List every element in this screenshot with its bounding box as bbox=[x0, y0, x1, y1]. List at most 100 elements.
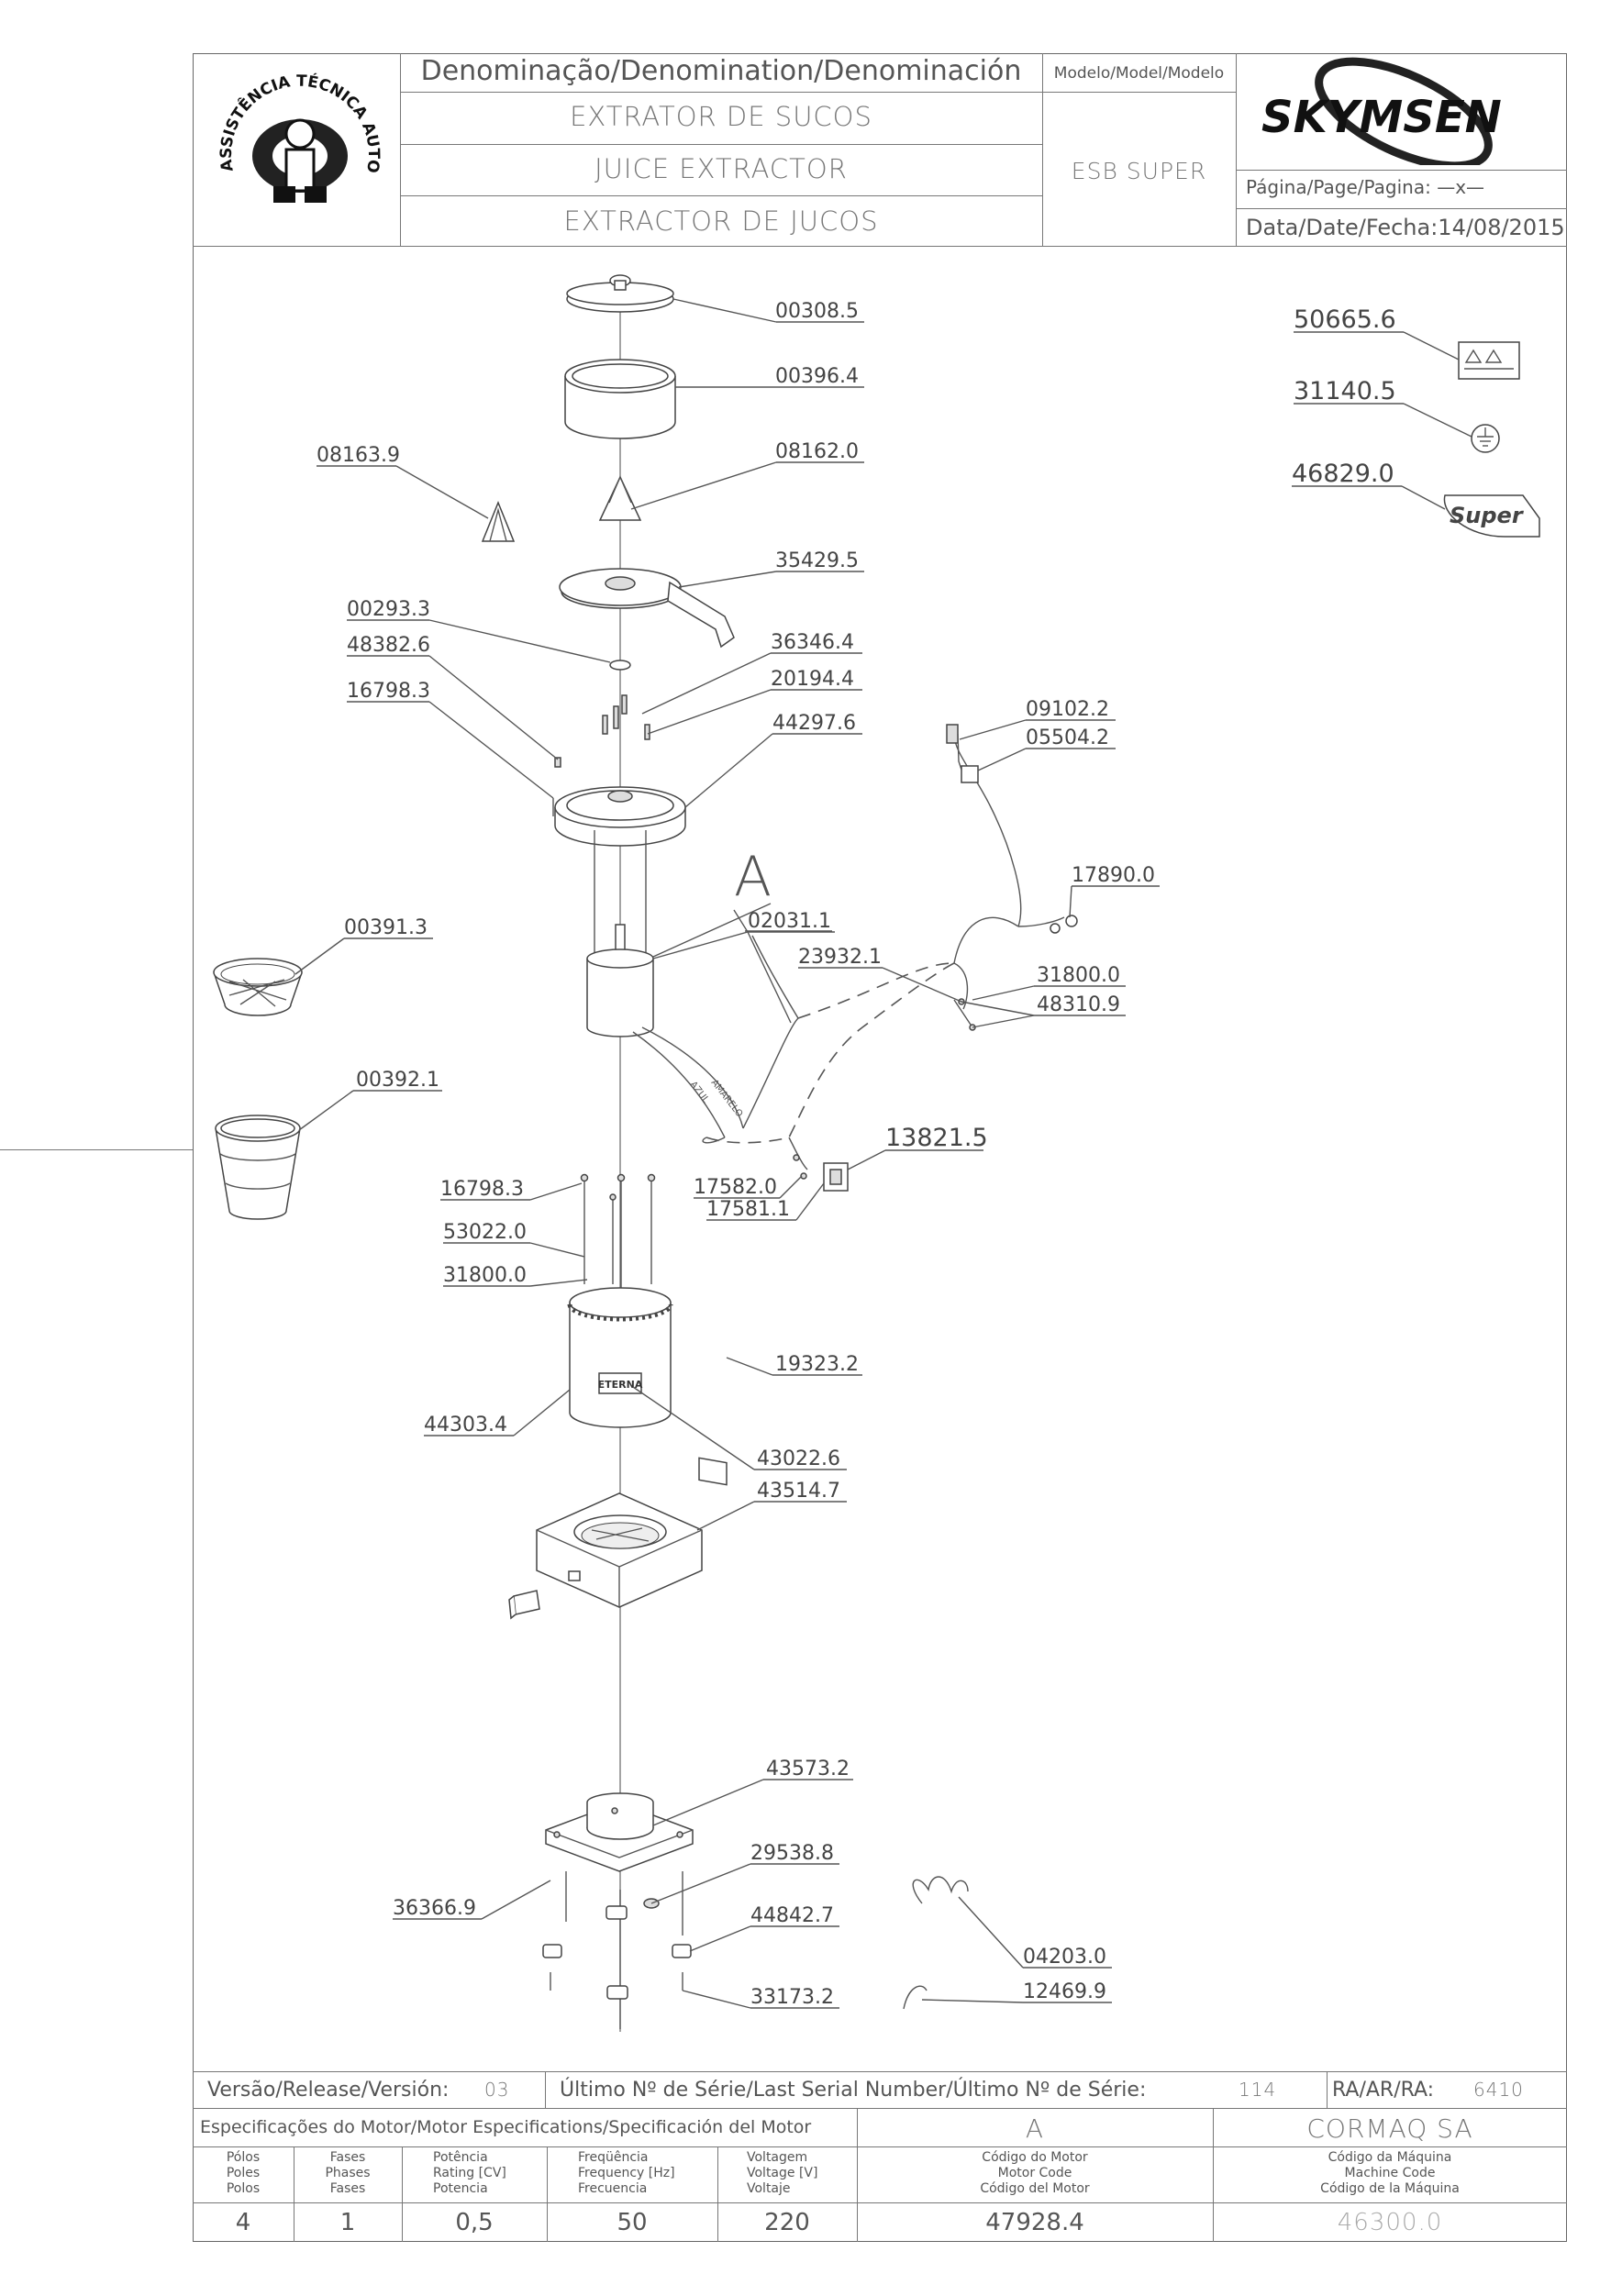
svg-text:00396.4: 00396.4 bbox=[775, 365, 859, 388]
svg-text:44842.7: 44842.7 bbox=[750, 1904, 834, 1927]
switch-cover-part bbox=[508, 1590, 540, 1620]
skymsen-logo: SKYMSEN bbox=[1243, 57, 1560, 171]
eterna-badge bbox=[598, 1372, 642, 1394]
product-name-pt: EXTRATOR DE SUCOS bbox=[570, 101, 872, 132]
feet-parts bbox=[542, 1871, 692, 2029]
svg-text:48310.9: 48310.9 bbox=[1037, 993, 1120, 1016]
svg-text:00308.5: 00308.5 bbox=[775, 300, 859, 323]
svg-text:08163.9: 08163.9 bbox=[317, 444, 400, 467]
svg-text:43022.6: 43022.6 bbox=[757, 1447, 840, 1470]
svg-text:AMARELO: AMARELO bbox=[709, 1078, 745, 1119]
svg-text:00392.1: 00392.1 bbox=[356, 1069, 439, 1092]
washer-part bbox=[609, 660, 631, 671]
base-housing-part bbox=[536, 1492, 703, 1608]
svg-text:43514.7: 43514.7 bbox=[757, 1480, 840, 1503]
voltage-value: 220 bbox=[764, 2209, 810, 2236]
poles-value: 4 bbox=[235, 2209, 251, 2236]
sticker-part bbox=[698, 1457, 728, 1486]
svg-text:17581.1: 17581.1 bbox=[706, 1198, 790, 1221]
model-value: ESB SUPER bbox=[1071, 158, 1207, 184]
product-name-en: JUICE EXTRACTOR bbox=[594, 153, 848, 184]
clip-hook bbox=[903, 1985, 928, 2010]
svg-text:16798.3: 16798.3 bbox=[440, 1178, 524, 1201]
svg-text:48382.6: 48382.6 bbox=[347, 634, 430, 657]
version-value: 03 bbox=[484, 2079, 510, 2101]
frequency-value: 50 bbox=[617, 2209, 648, 2236]
svg-text:Super: Super bbox=[1450, 503, 1525, 528]
svg-text:00391.3: 00391.3 bbox=[344, 916, 428, 939]
svg-text:53022.0: 53022.0 bbox=[443, 1221, 527, 1244]
svg-text:31800.0: 31800.0 bbox=[443, 1264, 527, 1287]
spout-bowl-part bbox=[559, 568, 735, 649]
svg-text:43573.2: 43573.2 bbox=[766, 1758, 850, 1780]
serial-value: 114 bbox=[1239, 2079, 1277, 2101]
svg-text:09102.2: 09102.2 bbox=[1026, 698, 1109, 721]
svg-text:31800.0: 31800.0 bbox=[1037, 964, 1120, 987]
svg-text:46829.0: 46829.0 bbox=[1292, 460, 1394, 488]
svg-text:AZUL: AZUL bbox=[688, 1080, 711, 1105]
motor-class: A bbox=[1025, 2113, 1045, 2144]
exploded-view: AMARELO AZUL bbox=[194, 248, 1565, 2071]
svg-text:29538.8: 29538.8 bbox=[750, 1842, 834, 1865]
long-screws bbox=[580, 1173, 656, 1293]
svg-text:00293.3: 00293.3 bbox=[347, 598, 430, 621]
version-label: Versão/Release/Versión: bbox=[207, 2079, 450, 2102]
svg-text:16798.3: 16798.3 bbox=[347, 680, 430, 703]
margin-line bbox=[0, 1149, 193, 1150]
assistencia-tecnica-seal: ASSISTÊNCIA TÉCNICA AUTORIZADA bbox=[206, 49, 387, 237]
svg-text:ETERNA: ETERNA bbox=[598, 1379, 643, 1391]
clip-springs bbox=[912, 1876, 969, 1904]
callout-letter: A bbox=[734, 845, 772, 909]
svg-text:50665.6: 50665.6 bbox=[1294, 305, 1396, 334]
rating-value: 0,5 bbox=[455, 2209, 494, 2236]
ground-symbol bbox=[1471, 424, 1500, 453]
manufacturer: CORMAQ SA bbox=[1306, 2113, 1473, 2144]
svg-text:02031.1: 02031.1 bbox=[748, 910, 831, 933]
bottom-plate-part bbox=[545, 1792, 694, 1872]
model-label: Modelo/Model/Modelo bbox=[1053, 64, 1225, 83]
reamer-small bbox=[481, 501, 516, 542]
page-label: Página/Page/Pagina: —x— bbox=[1246, 176, 1485, 198]
sieve-part bbox=[213, 958, 303, 1016]
svg-text:19323.2: 19323.2 bbox=[775, 1353, 859, 1376]
svg-text:31140.5: 31140.5 bbox=[1294, 377, 1396, 405]
super-emblem: Super bbox=[1443, 494, 1540, 538]
svg-text:36346.4: 36346.4 bbox=[771, 631, 854, 654]
svg-text:20194.4: 20194.4 bbox=[771, 668, 854, 691]
screws-small bbox=[554, 694, 650, 768]
stator-part: ETERNA bbox=[567, 1287, 673, 1428]
svg-text:13821.5: 13821.5 bbox=[885, 1124, 988, 1152]
svg-text:12469.9: 12469.9 bbox=[1023, 1980, 1106, 2003]
denomination-label: Denominação/Denomination/Denominación bbox=[420, 55, 1022, 87]
spec-label: Especificações do Motor/Motor Especifica… bbox=[200, 2117, 812, 2137]
svg-text:36366.9: 36366.9 bbox=[393, 1897, 476, 1920]
svg-text:17890.0: 17890.0 bbox=[1072, 864, 1155, 887]
svg-text:44297.6: 44297.6 bbox=[772, 712, 856, 735]
svg-text:08162.0: 08162.0 bbox=[775, 440, 859, 463]
cup-part bbox=[215, 1115, 301, 1220]
brand-text: SKYMSEN bbox=[1261, 92, 1502, 143]
product-name-es: EXTRACTOR DE JUCOS bbox=[563, 205, 879, 237]
lid-part bbox=[566, 274, 674, 313]
reamer-large bbox=[598, 475, 642, 521]
machine-code-value: 46300.0 bbox=[1337, 2209, 1443, 2236]
switch-part bbox=[823, 1162, 849, 1192]
svg-text:17582.0: 17582.0 bbox=[694, 1176, 777, 1199]
svg-text:04203.0: 04203.0 bbox=[1023, 1946, 1106, 1969]
svg-text:44303.4: 44303.4 bbox=[424, 1414, 507, 1436]
svg-text:23932.1: 23932.1 bbox=[798, 946, 882, 969]
date-label: Data/Date/Fecha:14/08/2015 bbox=[1246, 215, 1565, 240]
svg-text:33173.2: 33173.2 bbox=[750, 1986, 834, 2009]
phases-value: 1 bbox=[339, 2209, 356, 2236]
ra-label: RA/AR/RA: bbox=[1332, 2079, 1435, 2102]
leader-lines bbox=[294, 298, 1472, 2009]
exploded-view-svg: AMARELO AZUL bbox=[213, 274, 1540, 2032]
part-labels: 00308.5 00396.4 08163.9 08162.0 35429.5 … bbox=[317, 300, 1396, 2009]
top-housing-part bbox=[554, 786, 686, 847]
